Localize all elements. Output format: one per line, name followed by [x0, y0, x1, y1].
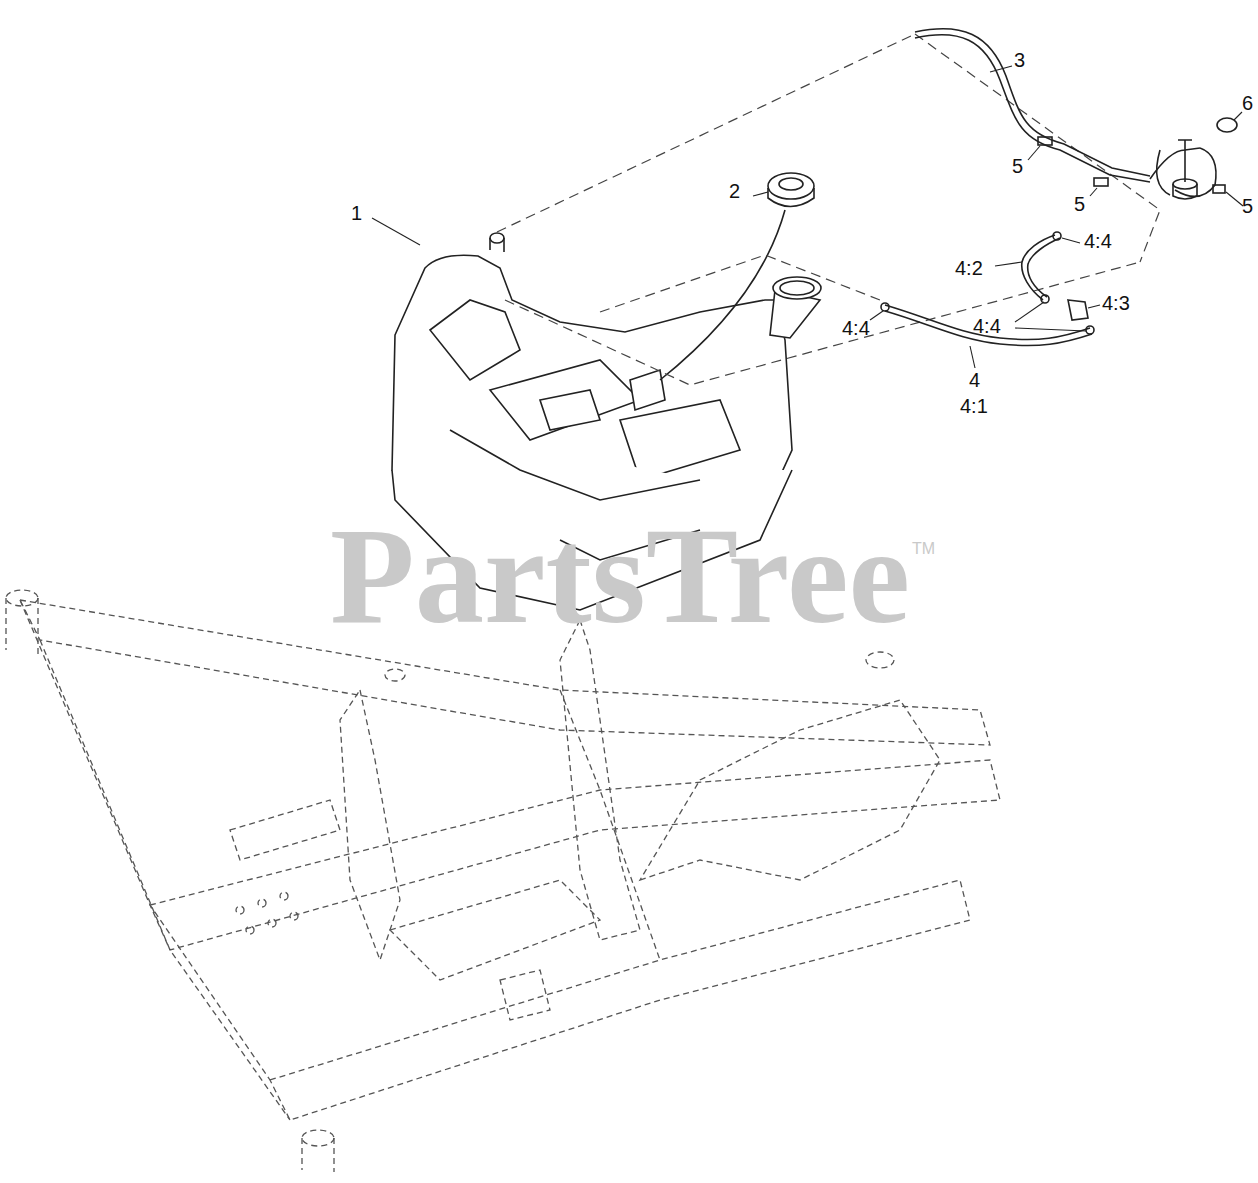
callout-number: 1 — [351, 203, 362, 223]
callout-number: 4:3 — [1102, 293, 1130, 313]
callout-number: 4:4 — [973, 316, 1001, 336]
fuel-cap — [660, 173, 814, 380]
callout-number: 5 — [1242, 196, 1253, 216]
frame-outline — [6, 590, 1000, 1172]
callout-number: 4 — [969, 370, 980, 390]
trademark-mark: TM — [912, 541, 935, 557]
callout-number: 4:2 — [955, 258, 983, 278]
callout-number: 3 — [1014, 50, 1025, 70]
watermark: PartsTree — [330, 506, 910, 645]
callout-number: 6 — [1242, 93, 1253, 113]
callout-number: 4:4 — [842, 318, 870, 338]
callout-number: 5 — [1074, 194, 1085, 214]
vent-hose — [915, 29, 1237, 199]
fuel-hose — [881, 232, 1094, 346]
leader-line — [372, 66, 1243, 368]
callout-number: 4:4 — [1084, 231, 1112, 251]
assembly-line — [497, 34, 1160, 385]
callout-number: 5 — [1012, 156, 1023, 176]
callout-number: 4:1 — [960, 396, 988, 416]
callout-number: 2 — [729, 181, 740, 201]
